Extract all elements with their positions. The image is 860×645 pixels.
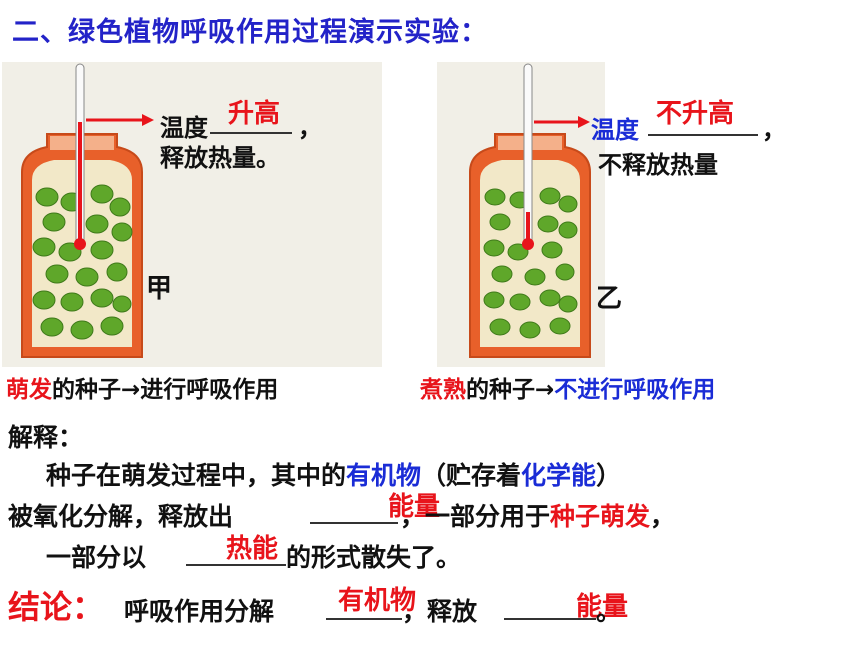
explanation-line2-c: ， bbox=[650, 502, 676, 531]
right-jar-label: 乙 bbox=[596, 284, 623, 314]
left-temp-comma: ， bbox=[298, 114, 322, 142]
explanation-line-3-a: 一部分以 bbox=[46, 543, 147, 572]
explanation-answer-heat: 热能 bbox=[226, 534, 279, 564]
right-caption: 煮熟的种子→不进行呼吸作用 bbox=[420, 370, 715, 404]
left-heat-line: 释放热量。 bbox=[160, 144, 280, 172]
left-temp-blank bbox=[210, 110, 292, 134]
left-caption: 萌发的种子→进行呼吸作用 bbox=[6, 370, 278, 404]
right-temp-label: 温度 bbox=[591, 116, 639, 144]
left-caption-germinating: 萌发 bbox=[6, 377, 52, 403]
conclusion-label: 结论： bbox=[8, 588, 105, 626]
conclusion-answer-organic: 有机物 bbox=[338, 586, 417, 616]
cooked-seed-jar-illustration bbox=[469, 63, 591, 358]
conclusion-text-a: 呼吸作用分解 bbox=[124, 597, 275, 626]
left-jar-label: 甲 bbox=[146, 274, 173, 304]
conclusion-text-c: 。 bbox=[596, 597, 622, 626]
explanation-line-3-b: 的形式散失了。 bbox=[286, 543, 462, 572]
right-caption-cooked: 煮熟 bbox=[420, 377, 466, 403]
conclusion-text-b: ，释放 bbox=[402, 597, 478, 626]
germinating-seed-jar-illustration bbox=[21, 63, 154, 358]
explanation-organic-matter: 有机物 bbox=[346, 461, 422, 490]
explanation-line1-b: （贮存着 bbox=[421, 461, 522, 490]
explanation-answer-energy: 能量 bbox=[388, 492, 441, 522]
right-caption-mid: 的种子→ bbox=[466, 377, 555, 403]
explanation-blank-heat bbox=[186, 542, 286, 566]
explanation-line1-c: ） bbox=[596, 461, 622, 490]
right-temp-comma: ， bbox=[762, 116, 786, 144]
right-temp-blank bbox=[648, 112, 758, 136]
explanation-heading: 解释： bbox=[8, 423, 84, 452]
right-caption-no-respiration: 不进行呼吸作用 bbox=[554, 377, 716, 403]
explanation-line-2-a: 被氧化分解，释放出 bbox=[8, 502, 234, 531]
explanation-chemical-energy: 化学能 bbox=[521, 461, 597, 490]
right-heat-line: 不释放热量 bbox=[598, 151, 718, 179]
left-temp-answer: 升高 bbox=[228, 99, 281, 129]
explanation-line2-b: ，一部分用于 bbox=[400, 502, 551, 531]
conclusion-blank-energy bbox=[504, 596, 596, 620]
right-temp-answer: 不升高 bbox=[656, 99, 735, 129]
slide-title: 二、绿色植物呼吸作用过程演示实验： bbox=[12, 17, 488, 48]
explanation-line-2-b: ，一部分用于种子萌发， bbox=[400, 497, 675, 533]
explanation-line1-a: 种子在萌发过程中，其中的 bbox=[46, 461, 347, 490]
explanation-line-1: 种子在萌发过程中，其中的有机物（贮存着化学能） bbox=[46, 456, 621, 492]
explanation-seed-germination: 种子萌发 bbox=[550, 502, 651, 531]
left-caption-rest: 的种子→进行呼吸作用 bbox=[52, 377, 279, 403]
conclusion-answer-energy: 能量 bbox=[576, 592, 629, 622]
left-temp-label: 温度 bbox=[160, 114, 208, 142]
explanation-blank-energy bbox=[310, 500, 398, 524]
conclusion-blank-organic bbox=[326, 596, 402, 620]
